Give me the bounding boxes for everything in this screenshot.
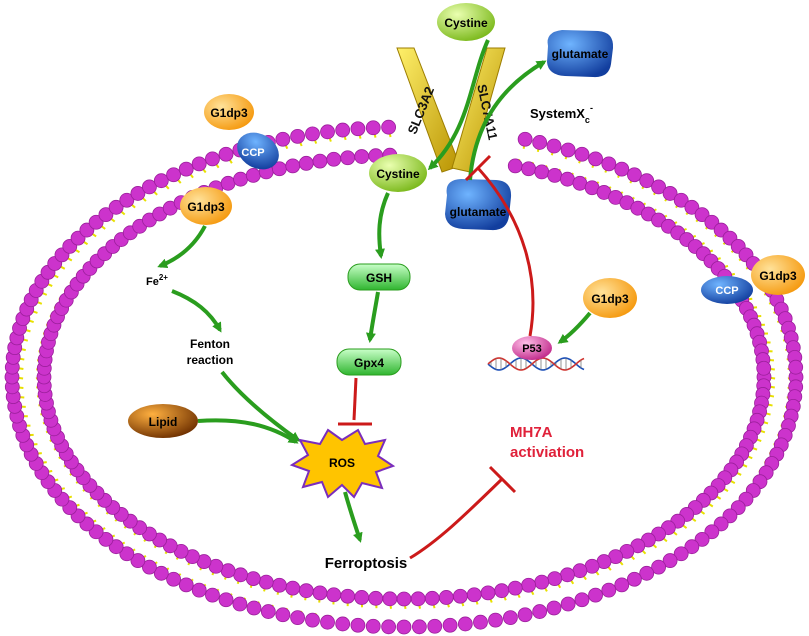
p53-node: P53	[512, 336, 552, 360]
ros-label: ROS	[329, 456, 355, 470]
dna-helix-icon	[487, 357, 585, 371]
g1dp3-top-left: G1dp3	[204, 94, 254, 130]
ccp-top-left: CCP	[237, 132, 279, 170]
gpx4-label: Gpx4	[354, 356, 384, 370]
gsh-to-gpx4-arrow	[365, 291, 380, 343]
p53-label: P53	[522, 343, 542, 355]
g1dp3-label-inner-right: G1dp3	[591, 292, 629, 306]
lipid-node: Lipid	[128, 404, 198, 438]
lipid-label: Lipid	[149, 415, 178, 429]
ccp-label: CCP	[241, 147, 264, 159]
cystine-inside: Cystine	[369, 154, 427, 192]
gsh-label: GSH	[366, 271, 392, 285]
ferroptosis-label: Ferroptosis	[325, 555, 408, 572]
fe-to-fenton-arrow	[171, 289, 222, 333]
cell-membrane-bilayer	[4, 119, 804, 635]
ros-node: ROS	[289, 428, 396, 499]
g1dp3-label: G1dp3	[210, 106, 248, 120]
cystine-outside: Cystine	[437, 3, 495, 41]
system-xc-label: SystemXc-	[530, 103, 593, 125]
g1dp3-inner-right: G1dp3	[583, 278, 637, 318]
fenton-to-ros-arrow	[220, 370, 301, 442]
glutamate-export-arrow	[468, 60, 547, 181]
cystine-label-inside: Cystine	[376, 167, 420, 181]
gpx4-node: Gpx4	[336, 348, 402, 376]
mh7a-inhibits-ferroptosis	[409, 465, 517, 560]
cystine-import-arrow	[427, 39, 490, 171]
lipid-to-ros-arrow	[197, 418, 299, 444]
g1dp3-inner-left: G1dp3	[180, 187, 232, 225]
glutamate-label-inside: glutamate	[450, 205, 507, 219]
fenton-reaction-label-2: reaction	[187, 353, 234, 367]
gsh-node: GSH	[347, 263, 411, 291]
mh7a-label-1: MH7A	[510, 424, 553, 441]
gpx4-inhibits-ros	[338, 377, 372, 426]
g1dp3-to-p53-arrow	[557, 311, 592, 344]
cystine-label-outside: Cystine	[444, 16, 488, 30]
system-xc-transporter: SLC3A2 SLC7A11	[396, 47, 506, 173]
ccp-right: CCP	[701, 276, 753, 304]
fenton-reaction-label-1: Fenton	[190, 337, 230, 351]
ccp-label-right: CCP	[715, 285, 738, 297]
mh7a-label-2: activiation	[510, 444, 584, 461]
g1dp3-right: G1dp3	[751, 255, 805, 295]
g1dp3-to-fe-arrow	[157, 225, 207, 269]
g1dp3-label-inner: G1dp3	[187, 200, 225, 214]
glutamate-outside: glutamate	[547, 30, 614, 78]
ros-to-ferroptosis-arrow	[343, 491, 363, 543]
g1dp3-label-right: G1dp3	[759, 269, 797, 283]
p53-inhibits-slc7a11	[464, 154, 535, 337]
cystine-to-gsh-arrow	[375, 192, 390, 259]
glutamate-inside: glutamate	[445, 179, 512, 231]
glutamate-label-outside: glutamate	[552, 47, 609, 61]
fe-ion-label: Fe2+	[146, 273, 168, 288]
